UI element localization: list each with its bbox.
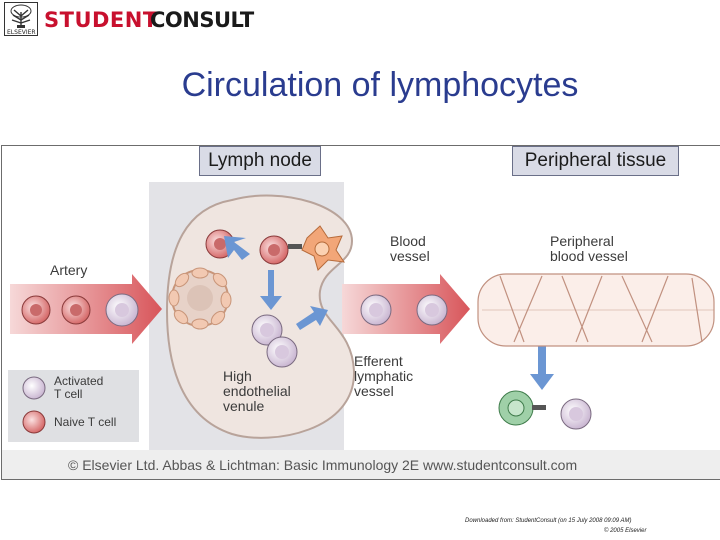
hev-label: High endothelial venule	[223, 369, 291, 414]
lymphocyte-circulation-figure: Lymph node Peripheral tissue Artery Bloo…	[1, 145, 720, 480]
hev-label-line2: endothelial	[223, 383, 291, 399]
efferent-lymphatic-label: Efferent lymphatic vessel	[354, 354, 413, 399]
peripheral-tissue-header: Peripheral tissue	[512, 146, 679, 176]
student-wordmark: STUDENT	[44, 8, 158, 32]
download-note-line2: © 2005 Elsevier	[604, 528, 647, 534]
artery-label: Artery	[50, 262, 88, 278]
consult-wordmark: CONSULT	[150, 8, 254, 32]
lymph-node-header: Lymph node	[199, 146, 321, 176]
blood-vessel-label-line2: vessel	[390, 248, 430, 264]
legend-naive-label: Naive T cell	[54, 415, 117, 429]
figure-illustration	[2, 182, 720, 479]
blood-vessel-label: Blood vessel	[390, 234, 430, 264]
hev-label-line3: venule	[223, 398, 265, 414]
elsevier-wordmark: ELSEVIER	[7, 29, 36, 36]
download-note-line1: Downloaded from: StudentConsult (on 15 J…	[465, 518, 632, 524]
synapse-mark	[288, 244, 302, 249]
elsevier-tree-logo-icon	[4, 2, 38, 36]
figure-credit: © Elsevier Ltd. Abbas & Lichtman: Basic …	[68, 457, 578, 473]
blood-vessel-label-line1: Blood	[390, 233, 426, 249]
efferent-label-line2: lymphatic	[354, 368, 414, 384]
legend-activated-line2: T cell	[54, 387, 83, 401]
migration-arrows	[224, 236, 554, 390]
credit-bar	[2, 450, 720, 479]
peripheral-blood-vessel-label-line2: blood vessel	[550, 248, 628, 264]
peripheral-blood-vessel	[477, 273, 715, 347]
legend-activated-label: Activated T cell	[54, 375, 103, 401]
blood-vessel-arrow	[342, 274, 470, 344]
slide-title: Circulation of lymphocytes	[181, 66, 579, 104]
peripheral-blood-vessel-label-line1: Peripheral	[550, 233, 614, 249]
brand-logo: ELSEVIER STUDENT CONSULT	[4, 2, 254, 36]
efferent-label-line1: Efferent	[354, 353, 403, 369]
hev-label-line1: High	[223, 368, 252, 384]
legend-activated-line1: Activated	[54, 374, 104, 388]
peripheral-blood-vessel-label: Peripheral blood vessel	[550, 234, 628, 264]
efferent-label-line3: vessel	[354, 383, 394, 399]
